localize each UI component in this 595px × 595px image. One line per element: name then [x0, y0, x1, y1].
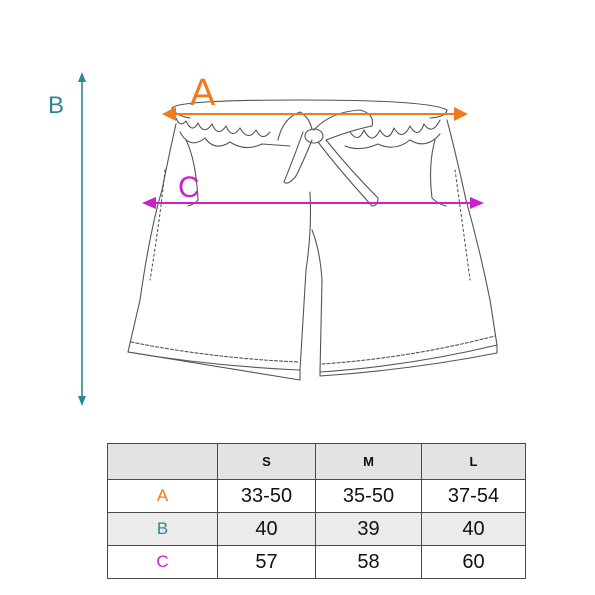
row-label-c: C [107, 545, 218, 579]
table-row-b: B 40 39 40 [107, 512, 526, 546]
size-header-s: S [217, 443, 316, 480]
table-cell: 39 [315, 512, 422, 546]
table-cell: 35-50 [315, 479, 422, 513]
table-cell: 58 [315, 545, 422, 579]
size-header-l: L [421, 443, 526, 480]
measure-c-arrow [142, 197, 484, 209]
table-cell: 33-50 [217, 479, 316, 513]
size-header-corner [107, 443, 218, 480]
row-label-a: A [107, 479, 218, 513]
measure-a-label: A [190, 72, 216, 114]
table-cell: 57 [217, 545, 316, 579]
shorts-drawing [127, 99, 498, 381]
size-table: S M L A 33-50 35-50 37-54 B 40 39 40 C 5… [107, 443, 526, 579]
row-label-b: B [107, 512, 218, 546]
table-cell: 40 [421, 512, 526, 546]
measure-b-label: B [48, 92, 65, 119]
table-cell: 60 [421, 545, 526, 579]
table-cell: 40 [217, 512, 316, 546]
size-header-m: M [315, 443, 422, 480]
table-cell: 37-54 [421, 479, 526, 513]
measure-b-arrow [78, 72, 86, 406]
measure-c-label: C [178, 171, 200, 204]
size-header-row: S M L [107, 443, 526, 480]
table-row-c: C 57 58 60 [107, 545, 526, 579]
shorts-illustration [78, 72, 498, 406]
table-row-a: A 33-50 35-50 37-54 [107, 479, 526, 513]
measure-a-arrow [162, 107, 468, 121]
